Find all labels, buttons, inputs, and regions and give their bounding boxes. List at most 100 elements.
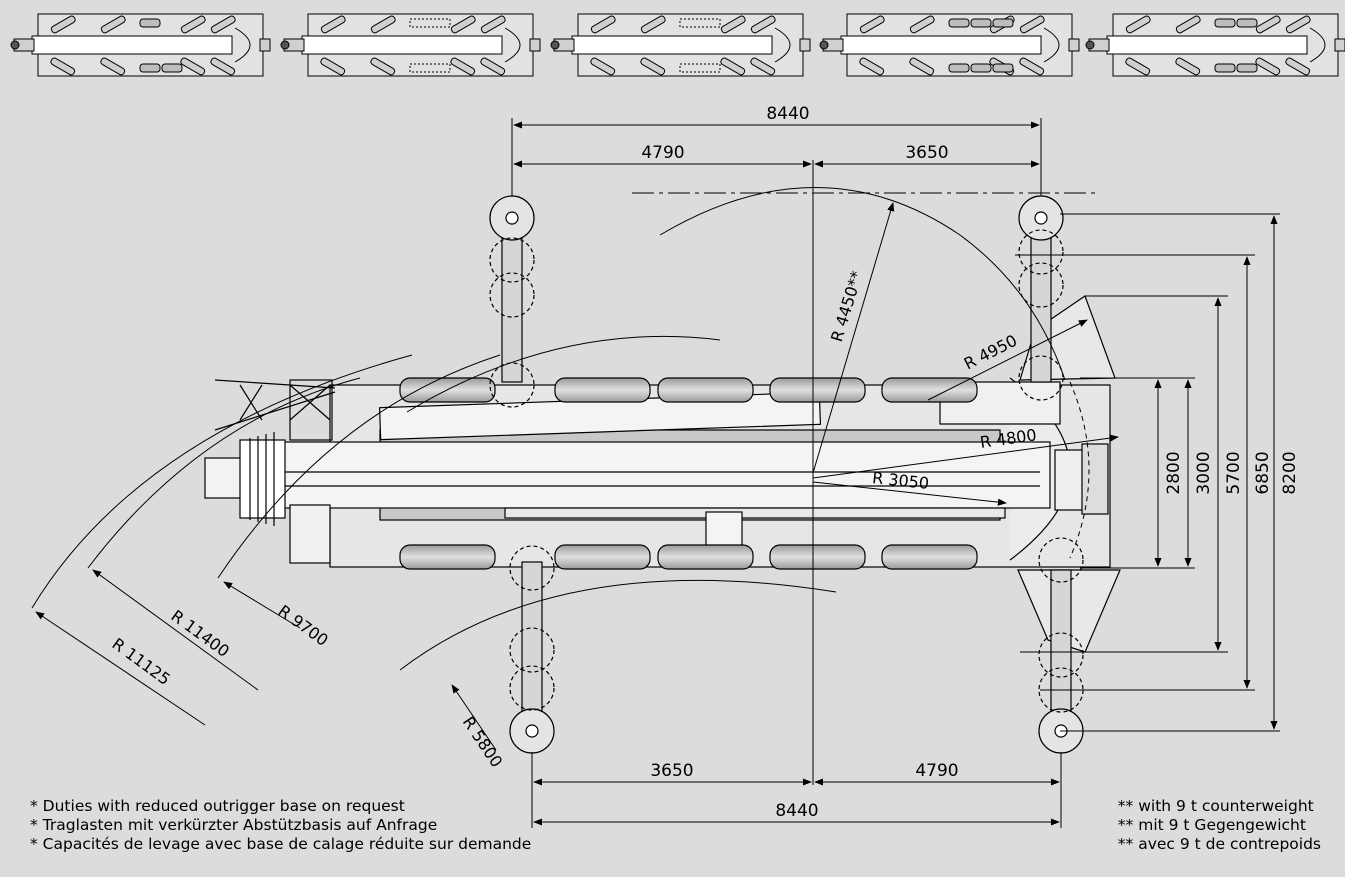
thumb-outrigger (1175, 15, 1201, 34)
thumb-outrigger (320, 15, 346, 34)
counterweight-note-fr: ** avec 9 t de contrepoids (1117, 835, 1321, 853)
thumb-hook (1085, 40, 1095, 50)
outrigger-pad-reduced (489, 237, 535, 283)
thumb-outrigger (590, 57, 616, 76)
radius-r4950: R 4950 (961, 331, 1020, 374)
thumb-outrigger (480, 57, 506, 76)
dim-v6850: 6850 (1253, 451, 1273, 494)
outrigger-pad-reduced (1018, 262, 1064, 308)
thumb-rear (234, 27, 251, 63)
thumb-outrigger (50, 15, 76, 34)
footnotes-left: * Duties with reduced outrigger base on … (30, 797, 531, 854)
arc-r11400 (87, 377, 361, 569)
thumb-weight-empty (679, 63, 721, 73)
boom-main (259, 441, 1051, 509)
thumb-outrigger (1255, 15, 1281, 34)
rear-cylinder-cap (1081, 443, 1109, 515)
thumb-outrigger (640, 57, 666, 76)
thumb-outrigger (1125, 57, 1151, 76)
outrigger-pad-reduced (489, 272, 535, 318)
dim-v3000: 3000 (1194, 451, 1214, 494)
outrigger-pad-reduced (1038, 537, 1084, 583)
leader-r4950 (927, 319, 1088, 401)
leader-r11125 (35, 611, 206, 726)
tyre (657, 544, 754, 570)
outrigger-beam (501, 221, 523, 383)
thumb-hook (10, 40, 20, 50)
thumb-tail (259, 38, 271, 52)
thumb-weight-empty (409, 63, 451, 73)
dim-top-total: 8440 (766, 104, 809, 124)
thumb-hook (819, 40, 829, 50)
thumb-outrigger (210, 57, 236, 76)
thumb-weight-empty (679, 18, 721, 28)
outrigger-pad-reduced (509, 545, 555, 591)
thumb-outrigger (640, 15, 666, 34)
dim-bottom-left: 3650 (650, 761, 693, 781)
thumb-rear (774, 27, 791, 63)
thumbnail (1085, 13, 1345, 77)
thumbnail (10, 13, 271, 77)
thumbnail (280, 13, 541, 77)
leader-r9700 (223, 581, 301, 629)
turntable-bracket (705, 511, 743, 549)
thumb-weight (1214, 18, 1236, 28)
dimension-lines (511, 118, 1280, 828)
thumb-tail (1068, 38, 1080, 52)
thumb-tail (529, 38, 541, 52)
thumb-outrigger (590, 15, 616, 34)
leader-r4450 (812, 202, 895, 474)
radius-arcs (31, 187, 1090, 671)
thumb-outrigger (909, 57, 935, 76)
thumb-outrigger (859, 15, 885, 34)
thumb-boom (301, 35, 503, 55)
thumb-weight (139, 63, 161, 73)
tyre (657, 377, 754, 403)
chassis-front (289, 504, 331, 564)
thumb-outrigger (100, 57, 126, 76)
thumb-outrigger (1125, 15, 1151, 34)
boom-head-pulleys (239, 439, 286, 519)
radius-leaders (35, 202, 1119, 751)
thumb-outrigger (750, 15, 776, 34)
thumb-rear (1043, 27, 1060, 63)
tyre (554, 377, 651, 403)
outrigger-pad-reduced (489, 362, 535, 408)
dim-v2800: 2800 (1164, 451, 1184, 494)
footnote-en: * Duties with reduced outrigger base on … (30, 797, 405, 815)
thumb-weight (992, 63, 1014, 73)
thumb-boom (1106, 35, 1308, 55)
thumb-weight (970, 18, 992, 28)
tyre (769, 544, 866, 570)
tyre (881, 377, 978, 403)
radius-r5800: R 5800 (459, 713, 507, 771)
thumb-outrigger (480, 15, 506, 34)
outrigger-pin (505, 211, 519, 225)
footnote-fr: * Capacités de levage avec base de calag… (30, 835, 532, 853)
thumb-outrigger (210, 15, 236, 34)
leader-r5800 (451, 684, 497, 751)
leader-r3050 (812, 481, 1007, 506)
thumb-outrigger (1255, 57, 1281, 76)
thumb-outrigger (450, 57, 476, 76)
thumb-outrigger (370, 57, 396, 76)
outrigger-rear-top (1018, 195, 1064, 401)
counterweight-note-en: ** with 9 t counterweight (1117, 797, 1314, 815)
thumbnail (819, 13, 1080, 77)
jib-frame (289, 379, 333, 441)
arc-r5800-top (406, 335, 721, 413)
dim-bottom-right: 4790 (915, 761, 958, 781)
thumb-outrigger (1285, 15, 1311, 34)
crane-top-view (204, 195, 1121, 754)
thumb-outrigger (750, 57, 776, 76)
thumb-outrigger (370, 15, 396, 34)
tyres-top (399, 377, 978, 403)
thumb-outrigger (720, 57, 746, 76)
outrigger-front-top (489, 195, 535, 408)
thumb-outrigger (859, 57, 885, 76)
outrigger-pin (1034, 211, 1048, 225)
dim-v5700: 5700 (1224, 451, 1244, 494)
thumb-weight-empty (409, 18, 451, 28)
thumb-outrigger (1019, 15, 1045, 34)
